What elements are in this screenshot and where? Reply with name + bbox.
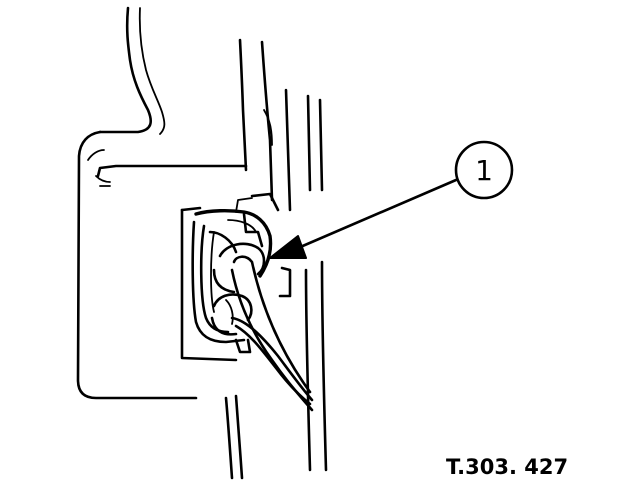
connector-body: [191, 197, 273, 354]
mounting-plate: [180, 192, 292, 362]
callout-label: 1: [475, 154, 493, 187]
bracket-housing: [76, 130, 248, 400]
body-panel-upper: [98, 6, 166, 135]
wire-harness: [230, 255, 314, 412]
callout-circle: [454, 140, 514, 200]
callout-arrow: [269, 178, 458, 259]
callout-1: 1: [454, 140, 514, 200]
figure-code: T.303. 427: [446, 455, 568, 479]
vertical-rails: [224, 38, 328, 480]
